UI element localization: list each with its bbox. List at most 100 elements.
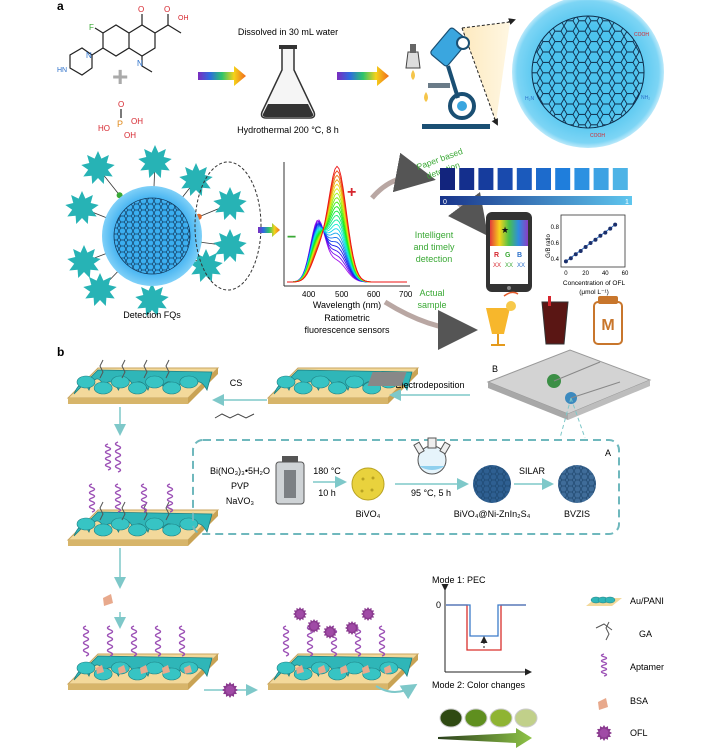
- ga-linker: [99, 359, 104, 379]
- ga-linker: [165, 501, 170, 521]
- aptamer-icon: [104, 441, 122, 473]
- bsa-block: [140, 665, 148, 674]
- calib-xtick: 0: [564, 271, 568, 277]
- svg-text:O: O: [118, 100, 124, 109]
- svg-text:O: O: [138, 5, 144, 14]
- ratiometric-caption-1: Ratiometric: [324, 313, 370, 323]
- svg-text:N: N: [137, 59, 143, 68]
- legend-bsa-icon: [598, 698, 608, 710]
- ofl-core: [348, 624, 356, 632]
- intelligent-label-1: Intelligent: [415, 230, 454, 240]
- calib-point: [608, 226, 613, 231]
- bsa-block: [162, 665, 170, 674]
- carbon-dot-structure: COOH COOH NH₂ H₂N: [512, 0, 664, 148]
- calib-point: [578, 249, 583, 253]
- synthesis-frame: [192, 439, 620, 535]
- ofl-core: [310, 622, 318, 630]
- smartphone: ★ R G B XX XX XX: [486, 212, 532, 292]
- aptamer-strand: [88, 483, 96, 513]
- tick-600: 600: [367, 290, 381, 299]
- ofl-icon: [222, 682, 238, 698]
- ga-linker: [165, 359, 170, 379]
- color-sample-well: [489, 708, 513, 728]
- ofl-core: [364, 610, 372, 618]
- calib-point: [568, 256, 573, 261]
- fq-particle: [81, 151, 115, 184]
- svg-text:M: M: [601, 317, 614, 334]
- color-gradient-arrow: [438, 728, 532, 748]
- paper-strip: [536, 168, 551, 190]
- electrode-cs: [66, 367, 220, 404]
- cs-label: CS: [230, 378, 243, 388]
- paper-strip: [574, 168, 590, 190]
- wavelength-axis-label: Wavelength (nm): [313, 300, 381, 310]
- aptamer-strand: [114, 441, 122, 473]
- plus-label: +: [347, 184, 356, 201]
- flask-icon: [260, 45, 316, 119]
- bsa-block: [362, 665, 370, 674]
- spectrum-curve: [287, 165, 407, 283]
- aptamer-strand: [330, 625, 338, 657]
- cola-glass-icon: [541, 296, 569, 345]
- intelligent-label-2: and timely: [413, 242, 455, 252]
- fqs-core: [102, 161, 262, 291]
- round-flask-icon: [413, 437, 451, 475]
- svg-text:COOH: COOH: [634, 32, 649, 38]
- step2-condition: 95 °C, 5 h: [411, 488, 451, 498]
- minus-label: −: [287, 229, 296, 246]
- bivo4-particle: [351, 467, 385, 501]
- color-change-samples: [439, 708, 538, 728]
- bvzis-particle: [558, 465, 596, 503]
- legend-au-pani: Au/PANI: [630, 596, 664, 606]
- rainbow-arrow-1: [198, 66, 246, 86]
- svg-text:P: P: [117, 119, 123, 129]
- calib-point: [598, 233, 603, 238]
- svg-text:H₂N: H₂N: [525, 96, 535, 102]
- aptamer-strand: [600, 653, 608, 677]
- bvzis-label: BVZIS: [564, 509, 590, 519]
- legend-ga-icon: [595, 623, 613, 631]
- svg-text:HO: HO: [98, 124, 110, 133]
- calib-point: [583, 245, 588, 249]
- ga-linker: [121, 359, 126, 379]
- bsa-block: [96, 665, 104, 674]
- aptamer-strand: [378, 625, 386, 657]
- aptamer-strand: [140, 483, 148, 513]
- ofl-core: [296, 610, 304, 618]
- svg-text:OH: OH: [131, 117, 143, 126]
- rainbow-arrow-2: [337, 66, 389, 86]
- calib-point: [613, 222, 618, 227]
- fq-particle: [189, 249, 223, 282]
- ofloxacin-molecule: [69, 14, 182, 76]
- bsa-block: [118, 665, 126, 674]
- legend-ga: GA: [639, 629, 652, 639]
- aptamer-strand: [106, 625, 114, 657]
- aptamer-strand: [178, 625, 186, 657]
- reagent-2: PVP: [231, 481, 249, 491]
- calib-xtick: 20: [582, 271, 589, 277]
- aptamer-strand: [354, 625, 362, 657]
- arrow-to-paper: [370, 152, 436, 200]
- phosphoric-acid: O P HO OH OH: [98, 100, 143, 140]
- sensor-chip: [367, 349, 652, 439]
- autoclave-icon: [275, 456, 305, 505]
- aptamer-strand: [154, 625, 162, 657]
- panel-a-label: a: [57, 0, 64, 13]
- ga-linker: [143, 359, 148, 379]
- calib-point: [588, 241, 593, 245]
- ratiometric-caption-2: fluorescence sensors: [304, 325, 390, 335]
- electrode-aptamer: [66, 509, 220, 546]
- electrodeposition-label: Electrodeposition: [395, 380, 464, 390]
- fq-particle: [135, 283, 169, 316]
- legend-au-pani-bump: [604, 596, 616, 604]
- svg-text:NH₂: NH₂: [641, 95, 650, 101]
- panel-b-label: b: [57, 345, 64, 359]
- svg-text:G: G: [505, 252, 511, 259]
- aptamer-strand: [82, 625, 90, 657]
- bsa-block: [296, 665, 304, 674]
- color-sample-well: [514, 708, 538, 728]
- composite-particle: [473, 465, 511, 503]
- calib-ytick: 0.8: [551, 225, 560, 231]
